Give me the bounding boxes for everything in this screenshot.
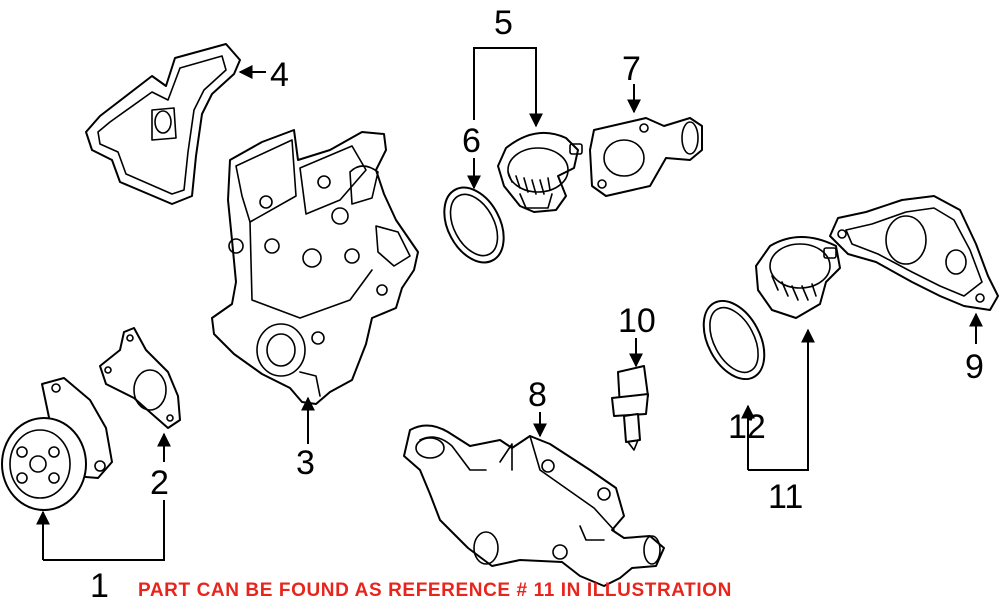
- part-4-gasket: [85, 43, 241, 205]
- part-7-outlet: [589, 117, 703, 197]
- callout-5: 5: [494, 4, 513, 42]
- part-6-o-ring: [443, 186, 505, 264]
- callout-3: 3: [296, 444, 315, 482]
- part-1-water-pump: [1, 377, 113, 511]
- callout-11: 11: [768, 478, 803, 516]
- callout-4: 4: [270, 56, 289, 94]
- part-8-housing: [403, 424, 665, 587]
- part-5-thermostat: [497, 131, 583, 213]
- callout-7: 7: [622, 50, 641, 88]
- callout-6: 6: [462, 122, 481, 160]
- part-9-gasket: [829, 195, 999, 311]
- part-11-thermostat: [755, 236, 841, 319]
- callout-2: 2: [150, 464, 169, 502]
- leader-lines: [36, 47, 983, 561]
- callout-10: 10: [618, 302, 656, 340]
- callout-9: 9: [965, 348, 984, 386]
- part-3-timing-cover: [211, 129, 419, 405]
- callout-12: 12: [728, 408, 766, 446]
- callout-8: 8: [528, 376, 547, 414]
- part-2-pump-gasket: [99, 327, 181, 429]
- part-10-sensor: [611, 365, 649, 451]
- callout-1: 1: [90, 567, 109, 605]
- part-12-o-ring: [702, 299, 766, 381]
- reference-note: PART CAN BE FOUND AS REFERENCE # 11 IN I…: [138, 580, 732, 601]
